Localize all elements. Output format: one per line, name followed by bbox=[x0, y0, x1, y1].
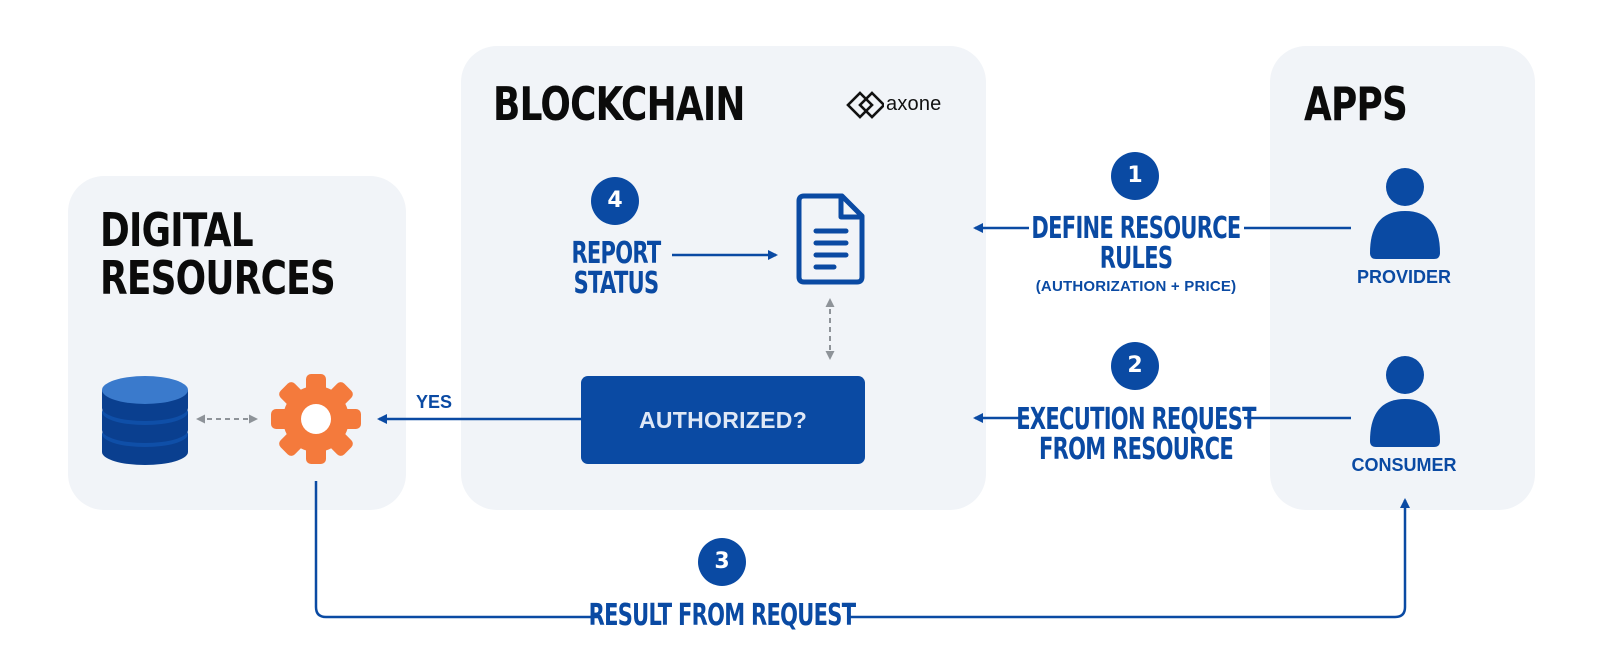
step-1-label-line-2: RULES bbox=[1099, 241, 1173, 276]
step-4-badge: 4 bbox=[591, 177, 639, 225]
person-icon bbox=[1370, 168, 1440, 259]
person-icon bbox=[1370, 356, 1440, 447]
step-4-label-line-2: STATUS bbox=[573, 266, 659, 301]
yes-label: YES bbox=[415, 392, 453, 412]
digital-resources-title-line-2: RESOURCES bbox=[100, 251, 336, 305]
database-icon bbox=[102, 376, 188, 465]
step-3-arrow bbox=[850, 498, 1410, 619]
step-3-label: RESULT FROM REQUEST bbox=[588, 598, 856, 633]
axone-logo-text: axone bbox=[886, 93, 942, 115]
document-icon bbox=[796, 193, 865, 285]
digital-resources-title: DIGITAL RESOURCES bbox=[100, 203, 336, 305]
gear-icon bbox=[271, 374, 361, 464]
step-1-sublabel: (AUTHORIZATION + PRICE) bbox=[1035, 278, 1237, 295]
step-4-label-line-1: REPORT bbox=[571, 236, 661, 271]
blockchain-title: BLOCKCHAIN bbox=[493, 77, 745, 131]
digital-resources-title-line-1: DIGITAL bbox=[100, 203, 254, 257]
step-1-label-line-1: DEFINE RESOURCE bbox=[1031, 211, 1241, 246]
step-1-label: DEFINE RESOURCE RULES bbox=[1031, 211, 1241, 276]
step-3-connector-left bbox=[314, 481, 598, 619]
step-2-label-line-2: FROM RESOURCE bbox=[1039, 432, 1234, 467]
step-2-label-line-1: EXECUTION REQUEST bbox=[1016, 402, 1256, 437]
authorized-decision-box: AUTHORIZED? bbox=[581, 376, 865, 464]
step-3-badge: 3 bbox=[698, 538, 746, 586]
step-4-label: REPORT STATUS bbox=[571, 236, 661, 301]
apps-title: APPS bbox=[1304, 77, 1408, 131]
consumer-label: CONSUMER bbox=[1351, 455, 1457, 475]
blockchain-panel: BLOCKCHAIN bbox=[461, 46, 986, 510]
step-2-badge: 2 bbox=[1111, 342, 1159, 390]
axone-logo: axone bbox=[846, 88, 954, 122]
step-1-badge: 1 bbox=[1111, 152, 1159, 200]
axone-logo-icon bbox=[846, 91, 886, 119]
step-2-label: EXECUTION REQUEST FROM RESOURCE bbox=[1016, 405, 1256, 465]
provider-label: PROVIDER bbox=[1356, 267, 1452, 287]
